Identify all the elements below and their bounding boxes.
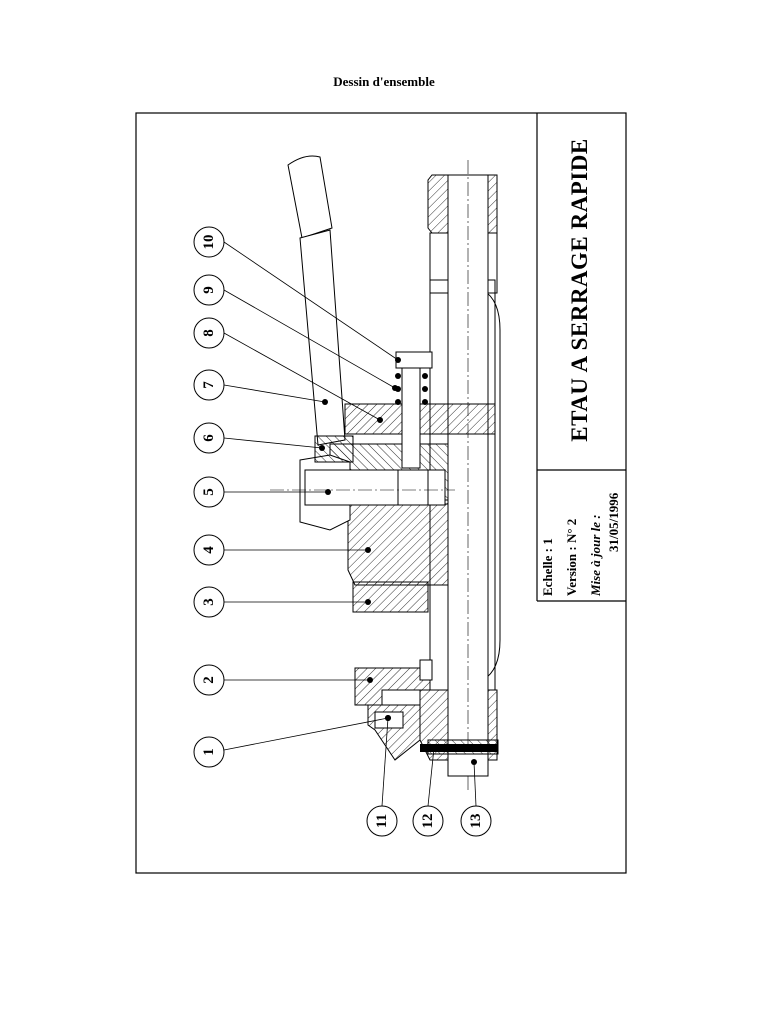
callout-10 <box>193 226 225 258</box>
callout-1 <box>193 736 225 768</box>
part-3-block <box>352 581 429 613</box>
callout-5 <box>193 476 225 508</box>
update-date-text: 31/05/1996 <box>606 492 621 552</box>
update-label-text: Mise à jour le : <box>588 514 603 596</box>
leader-lines <box>223 241 477 807</box>
callout-12 <box>412 805 444 837</box>
drawing-frame <box>135 112 627 874</box>
callout-6 <box>193 422 225 454</box>
part-12-pin <box>420 744 498 752</box>
callout-label-5: 5 <box>201 488 217 496</box>
callout-label-1: 1 <box>201 748 217 756</box>
part-4-block <box>347 499 449 586</box>
part-7-lever <box>287 155 354 463</box>
callout-balloons <box>193 226 492 837</box>
callout-13 <box>460 805 492 837</box>
callout-11 <box>366 805 398 837</box>
callout-label-12: 12 <box>420 814 436 829</box>
callout-label-13: 13 <box>468 814 484 829</box>
callout-3 <box>193 586 225 618</box>
callout-label-8: 8 <box>201 329 217 337</box>
callout-label-3: 3 <box>201 598 217 606</box>
part-2-jaw <box>354 667 431 706</box>
part-5-cam <box>270 454 455 531</box>
callout-label-4: 4 <box>201 546 217 554</box>
scale-text: Echelle : 1 <box>540 538 555 596</box>
callout-label-2: 2 <box>201 676 217 684</box>
part-10-screw <box>395 351 433 469</box>
version-text: Version : N° 2 <box>564 518 579 596</box>
callout-label-10: 10 <box>201 235 217 250</box>
callout-labels: 1 2 3 4 5 6 7 8 9 10 11 12 13 <box>201 235 484 829</box>
callout-4 <box>193 534 225 566</box>
callout-2 <box>193 664 225 696</box>
page-title: Dessin d'ensemble <box>333 74 435 89</box>
callout-7 <box>193 369 225 401</box>
callout-8 <box>193 317 225 349</box>
callout-label-7: 7 <box>201 381 217 389</box>
callout-label-9: 9 <box>201 286 217 294</box>
drawing-title-text: ETAU A SERRAGE RAPIDE <box>567 138 592 442</box>
callout-label-11: 11 <box>374 814 390 828</box>
callout-label-6: 6 <box>201 434 217 442</box>
callout-9 <box>193 274 225 306</box>
